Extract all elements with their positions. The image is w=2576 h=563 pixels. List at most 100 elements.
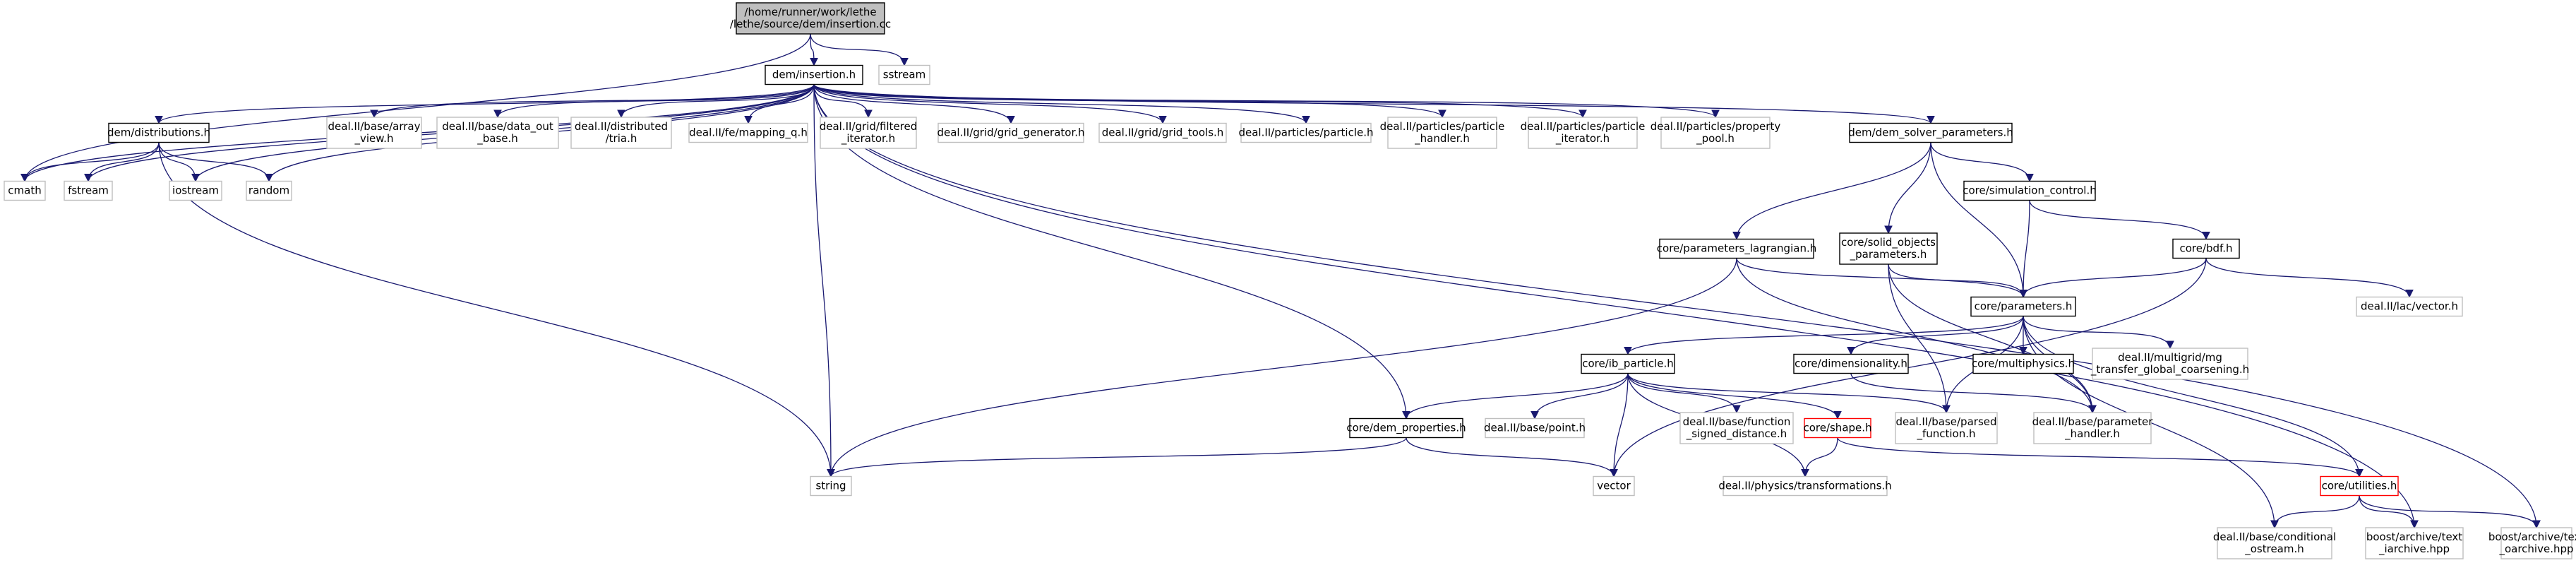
edge-parameters-to-utilities — [2023, 316, 2364, 478]
edge-shape-to-utilities — [1837, 437, 2364, 478]
nodes-layer: /home/runner/work/lethe/lethe/source/dem… — [4, 2, 2576, 559]
node-label-line: _pool.h — [1696, 132, 1735, 146]
node-label-line: core/simulation_control.h — [1963, 184, 2097, 198]
node-box — [1970, 296, 2076, 317]
node-label-line: core/shape.h — [1803, 422, 1871, 434]
node-particle: deal.II/particles/particle.h — [1238, 122, 1374, 143]
edge-insertion_h-to-tria — [617, 84, 815, 119]
node-label-line: _base.h — [477, 132, 518, 146]
node-box — [878, 64, 930, 85]
node-label-line: _ostream.h — [2244, 543, 2304, 556]
edge-utilities-to-text_oarchive — [2359, 495, 2541, 529]
node-label-line: fstream — [68, 184, 109, 197]
node-label-line: _iterator.h — [1555, 132, 1610, 146]
node-box — [2320, 475, 2399, 497]
edge-solid_objects_parameters-to-parameters — [1888, 263, 2027, 298]
node-parameters-lagrangian[interactable]: core/parameters_lagrangian.h — [1657, 238, 1816, 259]
node-parsed-function: deal.II/base/parsed_function.h — [1895, 412, 1998, 444]
node-label-line: boost/archive/text — [2366, 531, 2462, 543]
node-label-line: core/dimensionality.h — [1795, 357, 1907, 370]
node-box — [2033, 412, 2152, 444]
node-label-line: /lethe/source/dem/insertion.cc — [730, 18, 891, 30]
edge-dimensionality-to-parameter_handler — [1850, 373, 2097, 414]
node-box — [1839, 232, 1938, 265]
edge-solid_objects_parameters-to-parameter_handler — [1888, 263, 2097, 414]
edge-insertion_h-to-dem_solver_parameters — [813, 83, 1935, 124]
node-fstream: fstream — [64, 180, 113, 201]
node-box — [820, 117, 917, 149]
node-box — [1660, 117, 1771, 149]
node-distributions-h[interactable]: dem/distributions.h — [107, 122, 210, 143]
edge-parameters-to-dimensionality — [1847, 316, 2024, 355]
node-simulation-control[interactable]: core/simulation_control.h — [1963, 180, 2097, 201]
node-ib-particle[interactable]: core/ib_particle.h — [1581, 353, 1675, 374]
node-root[interactable]: /home/runner/work/lethe/lethe/source/dem… — [730, 2, 891, 35]
node-function-signed-distance: deal.II/base/function_signed_distance.h — [1679, 412, 1794, 444]
node-label-line: /home/runner/work/lethe — [744, 6, 876, 18]
node-box — [108, 122, 210, 143]
node-label-line: deal.II/fe/mapping_q.h — [689, 126, 808, 140]
node-label-line: sstream — [883, 69, 925, 81]
node-text-iarchive: boost/archive/text_iarchive.hpp — [2365, 527, 2464, 559]
node-box — [1593, 475, 1635, 497]
edge-ib_particle-to-shape — [1627, 373, 1842, 420]
node-label-line: core/parameters_lagrangian.h — [1657, 242, 1816, 256]
edge-dem_properties-to-string — [827, 437, 1407, 478]
node-label-line: deal.II/base/parameter — [2032, 415, 2154, 428]
node-shape[interactable]: core/shape.h — [1803, 417, 1872, 439]
node-tria: deal.II/distributed/tria.h — [570, 117, 672, 149]
node-box — [1581, 353, 1675, 374]
node-array-view: deal.II/base/array_view.h — [326, 117, 422, 149]
node-label-line: core/multiphysics.h — [1972, 357, 2075, 370]
node-box — [1723, 475, 1888, 497]
node-box — [2365, 527, 2464, 559]
node-label-line: core/ib_particle.h — [1582, 357, 1674, 371]
edge-insertion_h-to-grid_generator — [813, 84, 1015, 124]
node-dimensionality[interactable]: core/dimensionality.h — [1793, 353, 1909, 374]
node-insertion-h[interactable]: dem/insertion.h — [765, 64, 863, 85]
node-box — [2172, 238, 2240, 259]
node-label-line: deal.II/base/data_out — [442, 120, 553, 134]
node-label-line: iostream — [172, 184, 219, 197]
edge-dem_properties-to-vector — [1406, 437, 1618, 478]
edge-root-to-insertion_h — [810, 33, 818, 66]
node-box — [2356, 296, 2463, 317]
node-grid-generator: deal.II/grid/grid_generator.h — [937, 122, 1085, 143]
edge-simulation_control-to-parameters — [2019, 200, 2030, 298]
node-label-line: vector — [1597, 480, 1631, 492]
node-box — [570, 117, 672, 149]
node-box — [1485, 417, 1585, 439]
edge-dem_solver_parameters-to-parameters — [1930, 142, 2027, 298]
node-box — [688, 122, 808, 143]
edge-insertion_h-to-filtered_iterator — [813, 84, 873, 119]
node-transformations: deal.II/physics/transformations.h — [1718, 475, 1892, 497]
edge-parameters-to-mg_transfer — [2023, 316, 2174, 350]
node-label-line: deal.II/base/parsed — [1895, 415, 1996, 428]
node-label-line: boost/archive/text — [2488, 531, 2576, 543]
node-label-line: /tria.h — [606, 132, 637, 145]
node-utilities[interactable]: core/utilities.h — [2320, 475, 2399, 497]
node-particle-handler: deal.II/particles/particle_handler.h — [1380, 117, 1504, 149]
edge-insertion_h-to-dem_properties — [813, 84, 1410, 420]
node-box — [246, 180, 292, 201]
node-label-line: _function.h — [1916, 427, 1975, 441]
node-random: random — [246, 180, 292, 201]
node-label-line: dem/dem_solver_parameters.h — [1848, 126, 2013, 140]
node-multiphysics[interactable]: core/multiphysics.h — [1972, 353, 2075, 374]
node-box — [1387, 117, 1497, 149]
node-mapping-q: deal.II/fe/mapping_q.h — [688, 122, 808, 143]
node-label-line: core/bdf.h — [2179, 242, 2232, 255]
node-parameters[interactable]: core/parameters.h — [1970, 296, 2076, 317]
node-bdf[interactable]: core/bdf.h — [2172, 238, 2240, 259]
node-point: deal.II/base/point.h — [1484, 417, 1586, 439]
node-label-line: core/dem_properties.h — [1346, 422, 1466, 435]
node-dem-solver-parameters[interactable]: dem/dem_solver_parameters.h — [1848, 122, 2013, 143]
node-solid-objects-parameters[interactable]: core/solid_objects_parameters.h — [1839, 232, 1938, 265]
edge-insertion_h-to-distributions_h — [155, 84, 815, 124]
node-dem-properties[interactable]: core/dem_properties.h — [1346, 417, 1466, 439]
edge-insertion_h-to-string — [813, 84, 835, 478]
node-label-line: deal.II/particles/property — [1651, 120, 1781, 133]
node-box — [1849, 122, 2013, 143]
node-label-line: core/solid_objects — [1841, 236, 1936, 249]
node-label-line: deal.II/lac/vector.h — [2361, 300, 2458, 313]
